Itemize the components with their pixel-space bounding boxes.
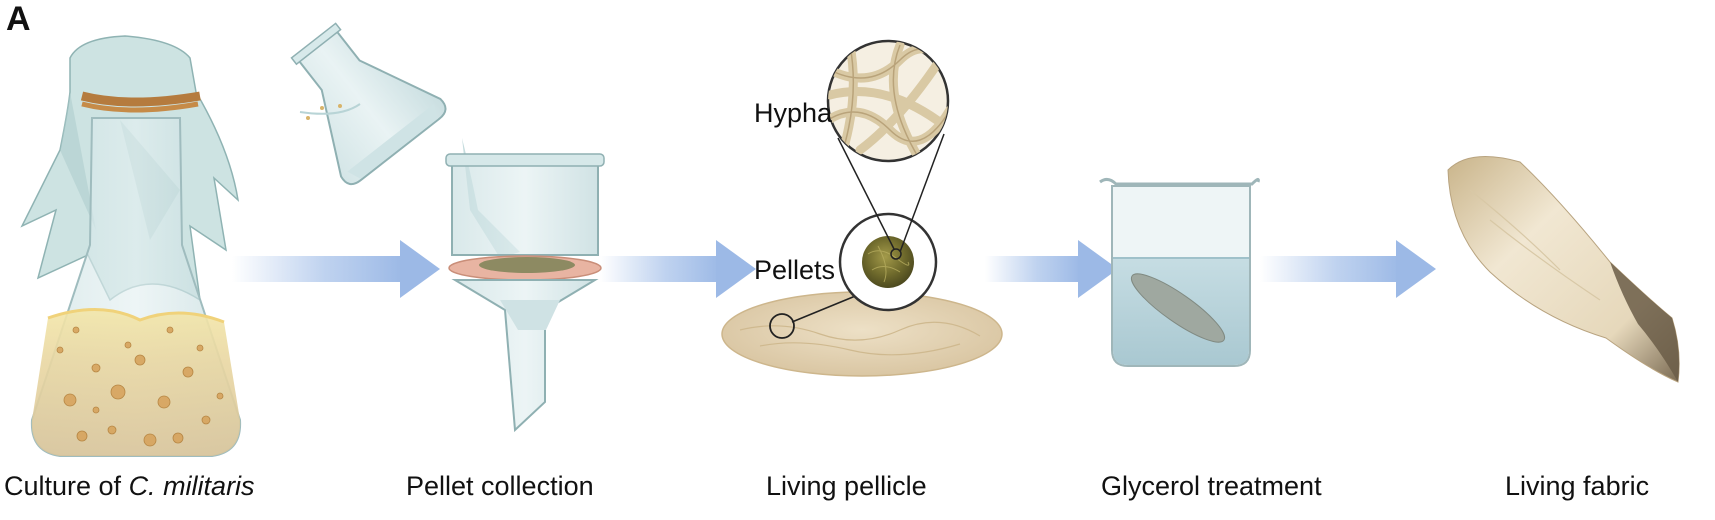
process-arrow-1 [232,240,440,298]
pellet-collection-funnel [290,22,605,433]
step-label-glycerol-treatment: Glycerol treatment [1101,471,1322,501]
glycerol-beaker [1099,177,1260,367]
process-arrow-4 [1260,240,1436,298]
hypha-zoom-circle [826,39,950,163]
living-fabric [1447,156,1680,383]
step-label-living-fabric: Living fabric [1505,471,1650,501]
panel-letter: A [6,0,31,38]
pellets-label: Pellets [754,255,836,285]
pellet-icon [862,236,914,288]
culture-flask [20,35,242,457]
step-label-living-pellicle: Living pellicle [766,471,927,501]
living-pellicle [721,39,1003,377]
step-label-pellet-collection: Pellet collection [406,471,594,501]
step-label-culture: Culture of C. militaris [4,471,255,501]
hypha-label: Hypha [754,98,833,128]
process-arrow-2 [600,240,756,298]
pellet-marker [769,313,795,339]
process-arrow-3 [985,240,1118,298]
